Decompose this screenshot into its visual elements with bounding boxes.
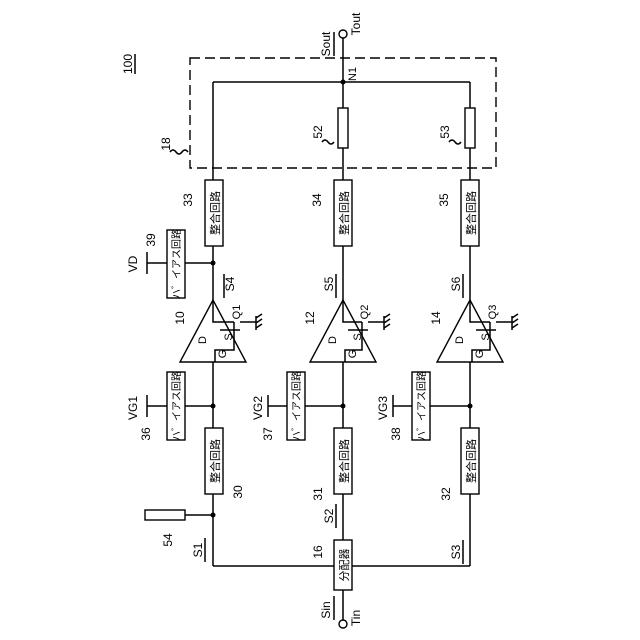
matching-35-text: 整合回路 — [464, 191, 478, 235]
output-terminal-circle — [339, 30, 347, 38]
q3-g: G — [474, 350, 486, 359]
matching-34-text: 整合回路 — [337, 191, 351, 235]
signal-s4: S4 — [223, 276, 237, 291]
matching-30-text: 整合回路 — [208, 439, 222, 483]
leader-52 — [322, 140, 334, 144]
label-resistor-53: 53 — [438, 125, 452, 139]
input-terminal-label: Tin — [349, 610, 363, 626]
ground-icon-q1 — [256, 314, 262, 330]
bias-36-text: ハ゛イアス回路 — [170, 371, 183, 441]
signal-s6: S6 — [449, 276, 463, 291]
matching-33-text: 整合回路 — [208, 191, 222, 235]
signal-s2: S2 — [322, 508, 336, 523]
label-amp-12: 12 — [303, 311, 317, 325]
label-combiner-18: 18 — [159, 137, 173, 151]
ground-icon-q2 — [384, 314, 390, 330]
output-signal-label: Sout — [319, 31, 333, 56]
input-terminal-circle — [339, 620, 347, 628]
bias-39-text: ハ゛イアス回路 — [170, 229, 183, 299]
q2-g: G — [347, 350, 359, 359]
matching-32-text: 整合回路 — [464, 439, 478, 483]
signal-s5: S5 — [322, 276, 336, 291]
label-matching-31: 31 — [311, 487, 325, 501]
node-n1-label: N1 — [347, 67, 359, 81]
matching-31-text: 整合回路 — [337, 439, 351, 483]
divider-16-text: 分配器 — [338, 549, 351, 582]
leader-53 — [449, 140, 461, 144]
q2-d: D — [327, 336, 339, 344]
q2-s: S — [352, 333, 364, 340]
label-bias-38: 38 — [389, 427, 403, 441]
label-divider-16: 16 — [311, 545, 325, 559]
q1-s: S — [223, 333, 235, 340]
input-signal-label: Sin — [319, 601, 333, 618]
vg2-label: VG2 — [251, 396, 265, 420]
label-stub-54: 54 — [161, 533, 175, 547]
leader-18 — [170, 150, 188, 154]
label-amp-10: 10 — [173, 311, 187, 325]
bias-37-text: ハ゛イアス回路 — [290, 371, 303, 441]
signal-s1: S1 — [191, 542, 205, 557]
ground-icon-q3 — [512, 314, 518, 330]
bias-38-text: ハ゛イアス回路 — [415, 371, 428, 441]
q3-s: S — [480, 333, 492, 340]
figure-label: 100 — [121, 54, 135, 74]
label-bias-37: 37 — [261, 427, 275, 441]
label-matching-30: 30 — [231, 485, 245, 499]
label-q2: Q2 — [359, 305, 371, 320]
label-matching-34: 34 — [310, 193, 324, 207]
q3-d: D — [454, 336, 466, 344]
vg1-label: VG1 — [126, 396, 140, 420]
label-resistor-52: 52 — [311, 125, 325, 139]
label-matching-32: 32 — [439, 487, 453, 501]
label-amp-14: 14 — [429, 311, 443, 325]
label-q1: Q1 — [231, 305, 243, 320]
vg3-label: VG3 — [376, 396, 390, 420]
label-bias-39: 39 — [144, 233, 158, 247]
resistor-53 — [465, 108, 475, 148]
q1-g: G — [217, 350, 229, 359]
output-terminal-label: Tout — [349, 12, 363, 35]
signal-s3: S3 — [449, 544, 463, 559]
vd-label: VD — [126, 255, 140, 272]
label-q3: Q3 — [487, 305, 499, 320]
label-matching-33: 33 — [181, 193, 195, 207]
q1-d: D — [197, 336, 209, 344]
label-bias-36: 36 — [139, 427, 153, 441]
label-matching-35: 35 — [437, 193, 451, 207]
resistor-52 — [338, 108, 348, 148]
stub-54 — [145, 510, 185, 520]
